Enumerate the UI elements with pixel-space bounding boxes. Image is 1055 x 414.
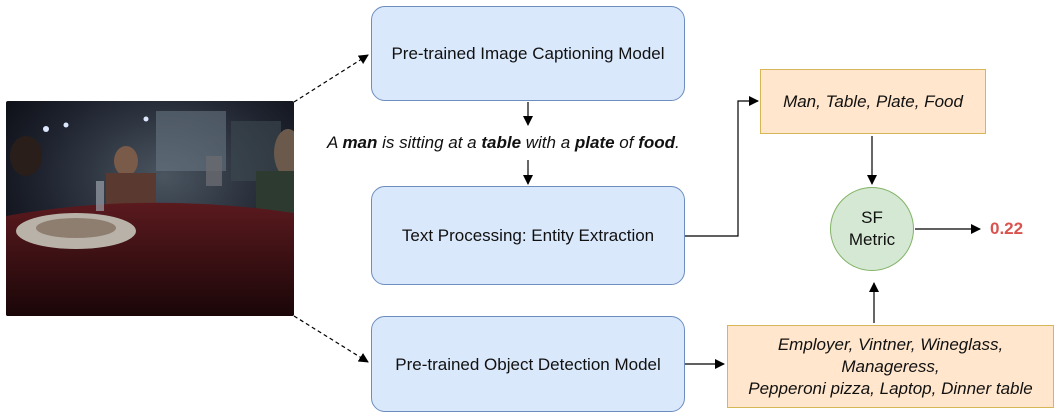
detected-objects-line-3: Pepperoni pizza, Laptop, Dinner table <box>748 378 1033 398</box>
detected-objects-box: Employer, Vintner, Wineglass, Manageress… <box>727 325 1054 408</box>
text-processing-box: Text Processing: Entity Extraction <box>371 186 685 285</box>
object-detection-model-label: Pre-trained Object Detection Model <box>395 354 661 374</box>
extracted-entities-box: Man, Table, Plate, Food <box>760 69 986 134</box>
image-captioning-model-box: Pre-trained Image Captioning Model <box>371 6 685 101</box>
caption-entity: man <box>342 133 378 152</box>
image-captioning-model-label: Pre-trained Image Captioning Model <box>391 44 665 63</box>
caption-entity: table <box>481 133 522 152</box>
detected-objects-line-2: Manageress, <box>841 356 940 376</box>
caption-entity: food <box>638 133 676 152</box>
caption-text: . <box>675 133 680 152</box>
sf-metric-label-1: SF <box>861 208 883 227</box>
sf-metric-label-2: Metric <box>848 230 896 249</box>
generated-caption: A man is sitting at a table with a plate… <box>327 133 680 153</box>
object-detection-model-box: Pre-trained Object Detection Model <box>371 316 685 412</box>
extracted-entities-text: Man, Table, Plate, Food <box>783 91 963 111</box>
detected-objects-line-1: Employer, Vintner, Wineglass, <box>777 334 1004 354</box>
input-image <box>6 101 294 316</box>
metric-score: 0.22 <box>990 219 1024 238</box>
caption-text: A <box>327 133 343 152</box>
caption-text: of <box>614 133 639 152</box>
text-processing-label: Text Processing: Entity Extraction <box>401 226 655 245</box>
caption-entity: plate <box>574 133 615 152</box>
caption-text: is sitting at a <box>377 133 482 152</box>
sf-metric-node: SF Metric <box>830 187 914 271</box>
caption-text: with a <box>521 133 575 152</box>
